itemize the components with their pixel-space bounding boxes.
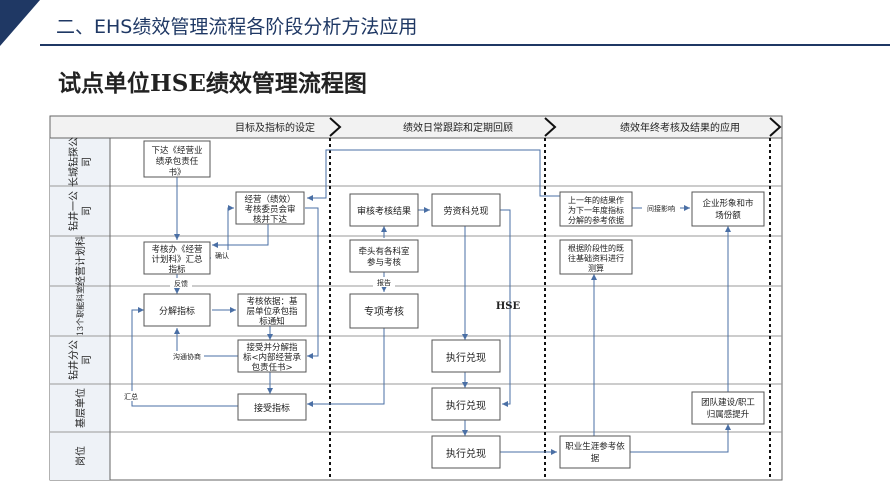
svg-text:执行兑现: 执行兑现: [446, 399, 486, 412]
label-goutong: 沟通协商: [173, 352, 201, 361]
svg-text:基层单位: 基层单位: [74, 388, 87, 428]
svg-text:绩承包责任: 绩承包责任: [156, 156, 199, 167]
box-zhixing-duixian-3: 执行兑现: [431, 435, 501, 469]
svg-text:司: 司: [82, 157, 93, 167]
svg-text:长城钻探公: 长城钻探公: [67, 137, 80, 187]
svg-text:包责任书>: 包责任书>: [251, 362, 292, 373]
svg-text:团队建设/职工: 团队建设/职工: [701, 397, 755, 408]
label-hse: HSE: [496, 301, 521, 312]
svg-text:标通知: 标通知: [259, 316, 285, 327]
svg-text:司: 司: [82, 206, 93, 216]
box-kaohe-yiju: 考核依据：基 层单位承包指 标通知: [237, 293, 307, 327]
box-jieshou-fenjie: 接受并分解指 标<内部经营承 包责任书>: [237, 339, 307, 373]
lane-label-jingying: 经营计划科: [74, 236, 87, 286]
lane-label-fengongsi: 钻井分公 司: [67, 340, 93, 380]
phase-chevrons: [329, 117, 782, 137]
connector-labels: 反馈 确认 沟通协商 汇总 报告 HSE 间接影响: [120, 203, 680, 401]
box-kaoheban-huizong: 考核办《经营 计划科》汇总 指标: [143, 241, 211, 275]
svg-text:根据阶段性的既: 根据阶段性的既: [568, 243, 624, 253]
svg-text:接受并分解指: 接受并分解指: [246, 342, 298, 353]
svg-text:计划科》汇总: 计划科》汇总: [151, 254, 203, 265]
box-shenhe-jieguo: 审核考核结果: [349, 193, 419, 227]
lane-label-gangwei: 岗位: [74, 446, 87, 466]
svg-text:钻井一公: 钻井一公: [67, 191, 80, 231]
svg-text:牵头有各科室: 牵头有各科室: [358, 246, 410, 257]
svg-text:司: 司: [82, 355, 93, 365]
svg-text:核并下达: 核并下达: [253, 214, 288, 225]
header-rule: [40, 44, 890, 46]
lane-label-zhineng: 13个职能科室: [75, 286, 85, 336]
connectors: [131, 149, 731, 455]
svg-text:分解的参考依据: 分解的参考依据: [568, 215, 624, 225]
svg-text:执行兑现: 执行兑现: [446, 351, 486, 364]
svg-text:劳资科兑现: 劳资科兑现: [443, 205, 488, 217]
svg-text:据: 据: [591, 453, 600, 464]
svg-text:分解指标: 分解指标: [159, 305, 195, 317]
phase-separators: [329, 138, 771, 480]
phase-header-bar: [49, 115, 783, 139]
svg-text:下达《经营业: 下达《经营业: [151, 145, 202, 156]
svg-text:归属感提升: 归属感提升: [707, 409, 750, 420]
svg-text:考核依据：基: 考核依据：基: [246, 296, 298, 307]
label-baogao: 报告: [377, 278, 391, 287]
lane-label-zuanjing-yi: 钻井一公 司: [67, 191, 93, 231]
svg-text:上一年的结果作: 上一年的结果作: [568, 195, 624, 205]
section-title: 二、EHS绩效管理流程各阶段分析方法应用: [56, 16, 418, 38]
box-zhixing-duixian-2: 执行兑现: [431, 387, 501, 421]
svg-text:测算: 测算: [588, 263, 604, 273]
svg-text:职业生涯参考依: 职业生涯参考依: [565, 441, 625, 452]
box-kaohe-weiyuanhui: 经营（绩效） 考核委员会审 核并下达: [235, 191, 305, 225]
phase-title-setting: 目标及指标的设定: [235, 121, 315, 134]
svg-text:经营（绩效）: 经营（绩效）: [244, 194, 295, 205]
box-laozike-duixian: 劳资科兑现: [431, 193, 501, 227]
svg-text:指标: 指标: [168, 264, 186, 275]
svg-text:专项考核: 专项考核: [364, 305, 404, 318]
svg-text:场份额: 场份额: [715, 210, 741, 221]
box-zhiye-shengya: 职业生涯参考依 据: [559, 435, 631, 469]
label-fankui: 反馈: [174, 279, 188, 288]
svg-text:审核考核结果: 审核考核结果: [357, 205, 411, 217]
box-tuandui-jianshe: 团队建设/职工 归属感提升: [691, 391, 765, 425]
box-jieduanxing-cesuan: 根据阶段性的既 往基础资料进行 测算: [559, 239, 633, 275]
svg-text:层单位承包指: 层单位承包指: [246, 306, 298, 317]
svg-text:书》: 书》: [168, 167, 185, 178]
box-zhixing-duixian-1: 执行兑现: [431, 339, 501, 373]
box-zhuanxiang-kaohe: 专项考核: [349, 293, 419, 329]
label-jianjie: 间接影响: [647, 204, 675, 213]
box-qiantou-kaohe: 牵头有各科室 参与考核: [349, 239, 419, 273]
box-shangyinian-jieguo: 上一年的结果作 为下一年度指标 分解的参考依据: [559, 191, 633, 227]
svg-text:接受指标: 接受指标: [254, 402, 290, 414]
page-title: 试点单位HSE绩效管理流程图: [58, 70, 367, 97]
svg-text:往基础资料进行: 往基础资料进行: [568, 253, 624, 263]
label-queren: 确认: [215, 251, 229, 260]
svg-text:考核委员会审: 考核委员会审: [244, 204, 295, 215]
svg-text:标<内部经营承: 标<内部经营承: [243, 352, 302, 363]
svg-text:岗位: 岗位: [74, 446, 87, 466]
box-qiye-xingxiang: 企业形象和市 场份额: [691, 191, 765, 227]
svg-text:为下一年度指标: 为下一年度指标: [568, 205, 624, 215]
lane-label-changcheng: 长城钻探公 司: [67, 137, 93, 187]
svg-text:钻井分公: 钻井分公: [67, 340, 80, 380]
svg-text:企业形象和市: 企业形象和市: [702, 198, 754, 209]
svg-text:参与考核: 参与考核: [367, 257, 402, 268]
box-jieshou-zhibiao: 接受指标: [237, 393, 307, 421]
lane-label-jiceng: 基层单位: [74, 388, 87, 428]
label-huizong: 汇总: [124, 392, 138, 401]
box-xiada-zerenshu: 下达《经营业 绩承包责任 书》: [143, 140, 211, 178]
lane-label-column: [50, 138, 110, 480]
phase-title-tracking: 绩效日常跟踪和定期回顾: [403, 121, 513, 134]
svg-text:13个职能科室: 13个职能科室: [75, 286, 85, 336]
svg-text:经营计划科: 经营计划科: [74, 236, 87, 286]
svg-text:执行兑现: 执行兑现: [446, 447, 486, 460]
box-fenjie-zhibiao: 分解指标: [143, 293, 211, 327]
svg-text:考核办《经营: 考核办《经营: [151, 244, 202, 255]
header-accent-triangle: [0, 0, 40, 46]
phase-title-assessment: 绩效年终考核及结果的应用: [620, 121, 740, 134]
